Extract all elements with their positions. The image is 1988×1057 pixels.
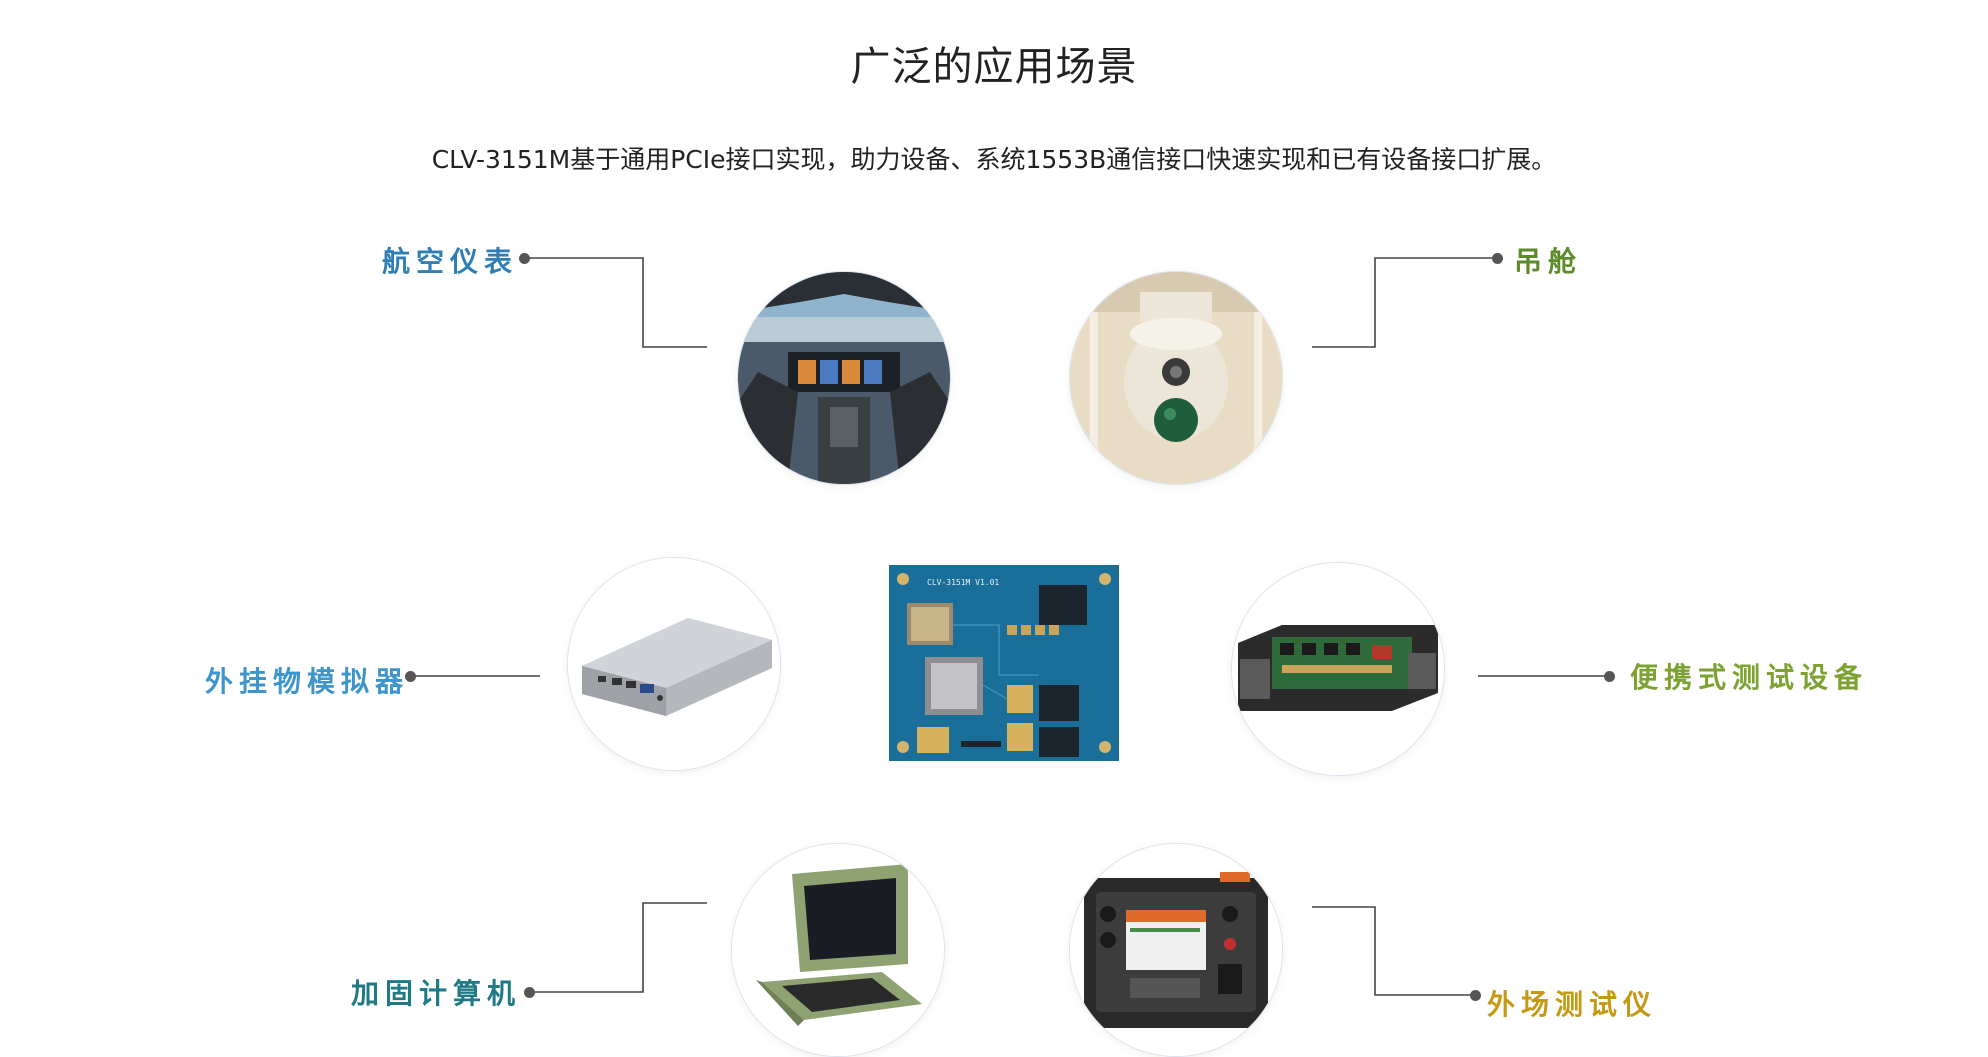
- pod-image: [1069, 271, 1283, 485]
- connector-dot: [519, 253, 530, 264]
- page-title: 广泛的应用场景: [850, 44, 1138, 90]
- field-tester-image: [1069, 843, 1283, 1057]
- pcb-board-image: CLV-3151M V1.01: [889, 565, 1119, 761]
- connector-dot: [524, 987, 535, 998]
- label-field-tester: 外场测试仪: [1487, 988, 1658, 1021]
- connector-dot: [1470, 990, 1481, 1001]
- label-pod: 吊舱: [1514, 245, 1583, 278]
- connector-dot: [405, 671, 416, 682]
- label-portable-test: 便携式测试设备: [1630, 661, 1869, 694]
- test-board-image: [1231, 562, 1445, 776]
- label-store-simulator: 外挂物模拟器: [205, 665, 410, 698]
- label-rugged-computer: 加固计算机: [351, 977, 522, 1010]
- cockpit-image: [737, 271, 951, 485]
- connector-dot: [1604, 671, 1615, 682]
- label-avionics: 航空仪表: [382, 245, 519, 278]
- mini-pc-image: [567, 557, 781, 771]
- page-subtitle: CLV-3151M基于通用PCIe接口实现，助力设备、系统1553B通信接口快速…: [431, 145, 1557, 174]
- rugged-laptop-image: [731, 843, 945, 1057]
- pcb-silkscreen: CLV-3151M V1.01: [927, 578, 999, 587]
- connector-dot: [1492, 253, 1503, 264]
